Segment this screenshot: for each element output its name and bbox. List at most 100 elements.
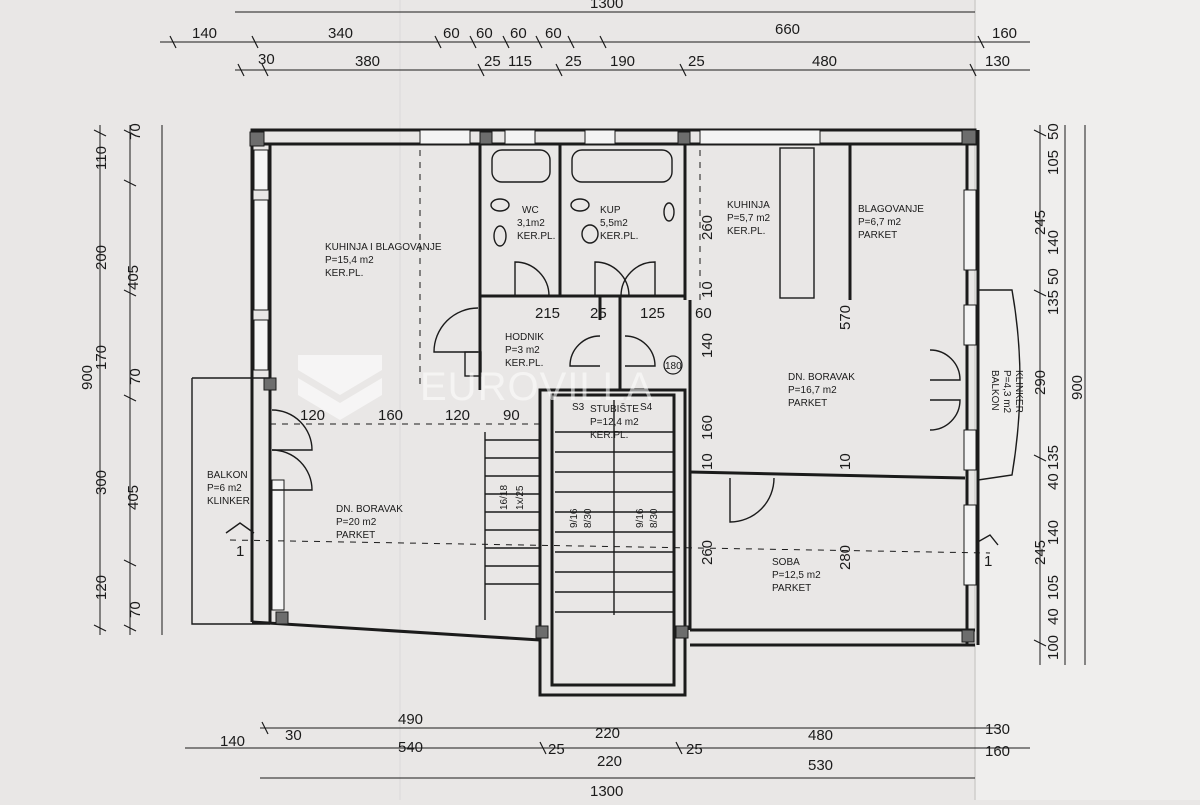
room-area: P=3 m2 (505, 345, 540, 356)
room-floor: KER.PL. (590, 430, 628, 441)
dim-text: 60 (695, 305, 712, 322)
room-name: KUHINJA I BLAGOVANJE (325, 242, 442, 253)
dim-text: 50 (1045, 123, 1062, 140)
section-mark: 1 (984, 553, 992, 570)
dim-text: 140 (220, 733, 245, 750)
dim-text: 25 (548, 741, 565, 758)
dim-text: 60 (510, 25, 527, 42)
dim-text: 40 (1045, 473, 1062, 490)
room-floor: KLINKER (1013, 370, 1024, 413)
dim-text: 10 (699, 453, 716, 470)
dim-text: 135 (1045, 445, 1062, 470)
room-name: BLAGOVANJE (858, 204, 924, 215)
room-name: BALKON (989, 370, 1000, 411)
stair-label: 1x/25 (515, 485, 526, 510)
dim-text: 125 (640, 305, 665, 322)
dim-text: 140 (699, 333, 716, 358)
room-name: HODNIK (505, 332, 544, 343)
dim-text: 100 (1045, 635, 1062, 660)
dim-text: 40 (1045, 608, 1062, 625)
dim-text: 60 (476, 25, 493, 42)
dim-text: 25 (590, 305, 607, 322)
dim-text: 260 (699, 540, 716, 565)
room-floor: PARKET (858, 230, 897, 241)
dim-text: 105 (1045, 575, 1062, 600)
dim-text: 70 (127, 601, 144, 618)
room-floor: PARKET (788, 398, 827, 409)
dim-text: 70 (127, 368, 144, 385)
room-floor: KLINKER (207, 496, 250, 507)
section-mark: 1 (236, 543, 244, 560)
room-name: STUBIŠTE (590, 402, 639, 415)
dim-text: 160 (378, 407, 403, 424)
dim-text: 70 (127, 123, 144, 140)
dim-text: 130 (985, 721, 1010, 738)
dim-top-total: 1300 (590, 0, 623, 12)
room-floor: KER.PL. (517, 231, 555, 242)
room-area: P=12,5 m2 (772, 570, 821, 581)
room-name: DN. BORAVAK (788, 372, 855, 383)
dim-text: 60 (545, 25, 562, 42)
room-area: P=16,7 m2 (788, 385, 837, 396)
room-floor: KER.PL. (505, 358, 543, 369)
dim-text: 190 (610, 53, 635, 70)
room-name: SOBA (772, 557, 800, 568)
stair-label: 9/16 (569, 508, 580, 528)
dim-text: 490 (398, 711, 423, 728)
section-arrow-right (975, 534, 999, 546)
stair-mark: S3 (572, 402, 585, 413)
dim-text: 10 (699, 281, 716, 298)
room-area: P=15,4 m2 (325, 255, 374, 266)
dim-text: 215 (535, 305, 560, 322)
dim-text: 160 (699, 415, 716, 440)
stair-label: 8/30 (583, 508, 594, 528)
dim-text: 290 (1032, 370, 1049, 395)
room-area: 5,5m2 (600, 218, 628, 229)
room-area: P=4,3 m2 (1001, 370, 1012, 414)
dim-text: 50 (1045, 268, 1062, 285)
dim-text: 660 (775, 21, 800, 38)
dim-text: 140 (1045, 520, 1062, 545)
stair-label: 16/18 (499, 485, 510, 510)
dim-text: 540 (398, 739, 423, 756)
dim-text: 170 (93, 345, 110, 370)
dim-text: 90 (503, 407, 520, 424)
dim-text: 110 (93, 146, 110, 170)
bathtub-kup (571, 149, 673, 183)
dim-text: 160 (992, 25, 1017, 42)
dim-text: 245 (1032, 540, 1049, 565)
dim-left-overall: 900 (79, 365, 96, 390)
dim-text: 405 (125, 485, 142, 510)
dim-text: 480 (812, 53, 837, 70)
room-area: P=6 m2 (207, 483, 242, 494)
bathtub-wc (491, 149, 551, 183)
dim-text: 25 (565, 53, 582, 70)
dim-text: 200 (93, 245, 110, 270)
room-floor: KER.PL. (727, 226, 765, 237)
dim-text: 60 (443, 25, 460, 42)
dim-text: 120 (445, 407, 470, 424)
room-area: P=6,7 m2 (858, 217, 902, 228)
dim-text: 300 (93, 470, 110, 495)
room-floor: PARKET (772, 583, 811, 594)
dim-text: 530 (808, 757, 833, 774)
room-area: P=5,7 m2 (727, 213, 771, 224)
dim-text: 140 (192, 25, 217, 42)
room-name: DN. BORAVAK (336, 504, 403, 515)
dim-text: 135 (1045, 290, 1062, 315)
paper-fold-right (975, 0, 1200, 800)
room-name: BALKON (207, 470, 248, 481)
dim-text: 260 (699, 215, 716, 240)
dim-text: 220 (597, 753, 622, 770)
room-area: 3,1m2 (517, 218, 545, 229)
dim-text: 160 (985, 743, 1010, 760)
dim-text: 220 (595, 725, 620, 742)
section-arrow-left (225, 522, 255, 534)
dim-text: 30 (285, 727, 302, 744)
room-floor: KER.PL. (325, 268, 363, 279)
dim-text: 10 (837, 453, 854, 470)
dim-text: 25 (484, 53, 501, 70)
room-floor: KER.PL. (600, 231, 638, 242)
dim-text: 280 (837, 545, 854, 570)
